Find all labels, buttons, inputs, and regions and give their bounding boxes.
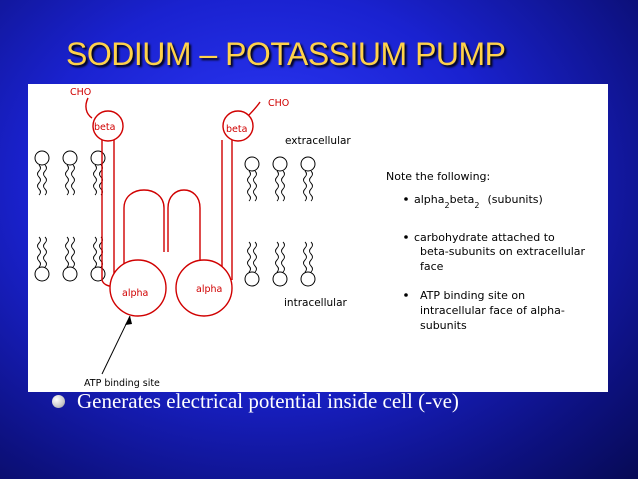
bullet-icon bbox=[52, 394, 65, 408]
notes: Note the following: alpha2beta2(subunits… bbox=[386, 170, 586, 332]
bullet-text: Generates electrical potential inside ce… bbox=[77, 388, 459, 413]
alpha-left-label: alpha bbox=[122, 288, 148, 299]
note-atp-1: ATP binding site on bbox=[420, 289, 525, 302]
cho-right-label: CHO bbox=[268, 98, 289, 109]
alpha-right-label: alpha bbox=[196, 284, 222, 295]
intracellular-label: intracellular bbox=[284, 297, 348, 309]
note-carbohydrate-3: face bbox=[420, 260, 444, 273]
note-carbohydrate-1: carbohydrate attached to bbox=[414, 231, 555, 244]
membrane-right bbox=[244, 156, 316, 287]
slide-title: SODIUM – POTASSIUM PUMP bbox=[66, 36, 506, 72]
bullet-item: Generates electrical potential inside ce… bbox=[52, 386, 459, 416]
pump-diagram-svg: CHO CHO beta beta alpha alpha extracellu… bbox=[34, 87, 586, 389]
cho-left-label: CHO bbox=[70, 87, 91, 98]
note-carbohydrate-2: beta-subunits on extracellular bbox=[420, 245, 586, 258]
beta-right-label: beta bbox=[226, 124, 247, 135]
pump-protein-right bbox=[167, 101, 261, 317]
note-heading: Note the following: bbox=[386, 170, 490, 183]
pump-protein-left bbox=[85, 97, 167, 317]
extracellular-label: extracellular bbox=[285, 135, 351, 147]
note-subunits: alpha2beta2(subunits) bbox=[414, 193, 543, 210]
atp-arrow bbox=[101, 315, 132, 375]
note-atp-2: intracellular face of alpha- bbox=[420, 304, 565, 317]
beta-left-label: beta bbox=[94, 122, 115, 133]
note-atp-3: subunits bbox=[420, 319, 467, 332]
atp-binding-label: ATP binding site bbox=[84, 378, 160, 389]
pump-diagram: CHO CHO beta beta alpha alpha extracellu… bbox=[28, 84, 608, 392]
membrane-left bbox=[34, 150, 106, 282]
